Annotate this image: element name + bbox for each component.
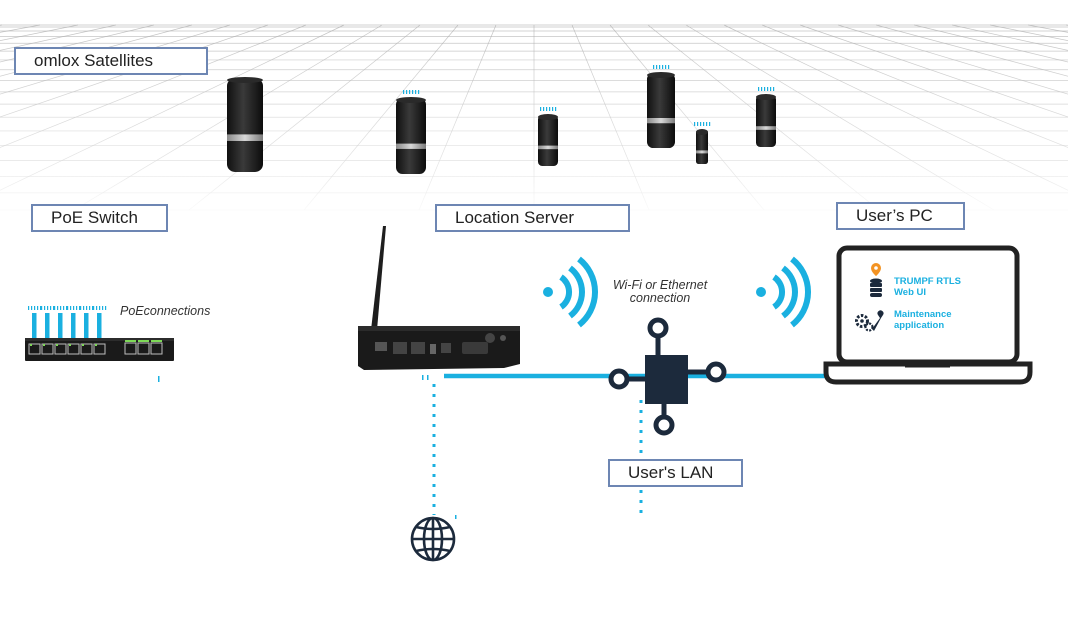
label-omlox-satellites: omlox Satellites [14, 47, 208, 75]
antenna-icon [371, 226, 386, 330]
laptop-icon [823, 245, 1033, 385]
satellite-3 [538, 107, 558, 166]
poe-switch-device [25, 306, 174, 382]
label-users-lan: User's LAN [608, 459, 743, 487]
satellite-group [227, 65, 776, 174]
wifi-ethernet-note-line1: Wi-Fi or Ethernet [612, 278, 708, 292]
satellite-5 [694, 122, 711, 164]
satellite-2 [396, 90, 426, 174]
poe-connections-note: PoEconnections [120, 304, 211, 318]
wifi-right-icon [756, 256, 811, 328]
location-server-device [358, 226, 520, 380]
satellite-1 [227, 77, 263, 172]
app-maintenance-line2: application [894, 320, 945, 331]
poe-ports [28, 340, 163, 355]
wifi-left-icon [543, 256, 598, 328]
app-trumpf-rtls-line2: Web UI [894, 287, 927, 298]
label-poe-switch: PoE Switch [31, 204, 168, 232]
poe-cables [28, 306, 107, 345]
label-location-server: Location Server [435, 204, 630, 232]
wifi-ethernet-note-line2: connection [629, 291, 691, 305]
satellite-4 [647, 65, 675, 148]
label-users-pc: User’s PC [836, 202, 965, 230]
gears-wrench-icon [855, 310, 884, 332]
network-hub-icon [608, 317, 727, 436]
database-icon [870, 278, 882, 297]
app-maintenance-line1: Maintenance [894, 309, 952, 320]
globe-icon [410, 516, 456, 562]
app-trumpf-rtls-line1: TRUMPF RTLS [894, 276, 962, 287]
location-pin-icon [871, 263, 881, 276]
satellite-6 [756, 87, 776, 147]
